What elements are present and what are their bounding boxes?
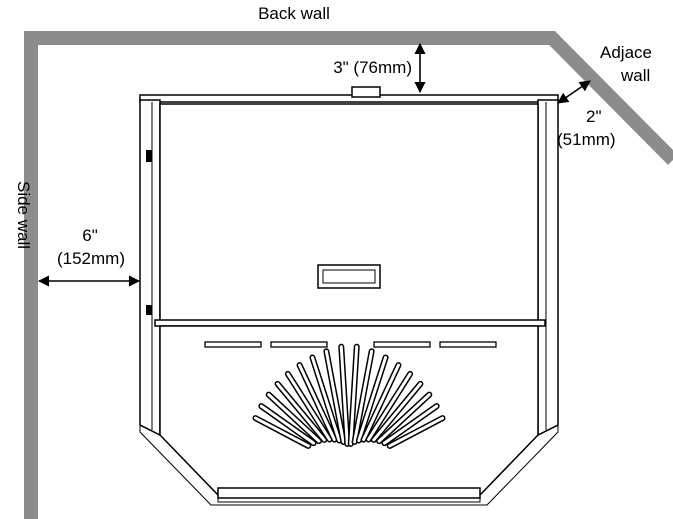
corner-clearance-mm: (51mm) bbox=[557, 130, 616, 149]
side-clearance-inches: 6" bbox=[82, 226, 98, 245]
grate-slot-inner bbox=[349, 345, 359, 446]
grate-slot-inner bbox=[286, 372, 331, 441]
corner-clearance-dimension: 2" (51mm) bbox=[557, 80, 616, 149]
back-wall-label: Back wall bbox=[258, 4, 330, 23]
grate-slot-inner bbox=[388, 416, 445, 448]
grate-slots bbox=[252, 343, 446, 449]
grate-slot-inner bbox=[367, 372, 412, 441]
grate-slot-inner bbox=[298, 363, 336, 442]
vent-bars bbox=[204, 341, 497, 348]
adjacent-wall-label-line2: wall bbox=[620, 66, 650, 85]
side-clearance-mm: (152mm) bbox=[57, 249, 125, 268]
back-clearance-label: 3" (76mm) bbox=[333, 58, 412, 77]
side-clearance-dimension: 6" (152mm) bbox=[37, 226, 141, 287]
wall-outline bbox=[24, 31, 673, 519]
grate-slot-inner bbox=[357, 355, 388, 443]
grate-slot-inner bbox=[353, 349, 374, 444]
grate-slot-inner bbox=[253, 416, 310, 448]
grate-slot-inner bbox=[276, 382, 326, 442]
back-clearance-dimension: 3" (76mm) bbox=[333, 42, 426, 94]
grate-slot-inner bbox=[310, 355, 341, 443]
grate-slot-inner bbox=[362, 363, 400, 442]
grate-slot-inner bbox=[339, 345, 349, 446]
grate-slot-inner bbox=[382, 404, 439, 445]
grate-slot-inner bbox=[259, 404, 316, 445]
stove-outline bbox=[139, 86, 559, 506]
corner-clearance-inches: 2" bbox=[586, 107, 602, 126]
adjacent-wall-label-line1: Adjace bbox=[600, 43, 652, 62]
side-wall-label: Side wall bbox=[14, 181, 33, 249]
grate-slot-inner bbox=[372, 382, 422, 442]
grate-slot-inner bbox=[377, 393, 431, 443]
grate-slot-inner bbox=[324, 349, 345, 444]
grate-slot-inner bbox=[267, 393, 321, 443]
